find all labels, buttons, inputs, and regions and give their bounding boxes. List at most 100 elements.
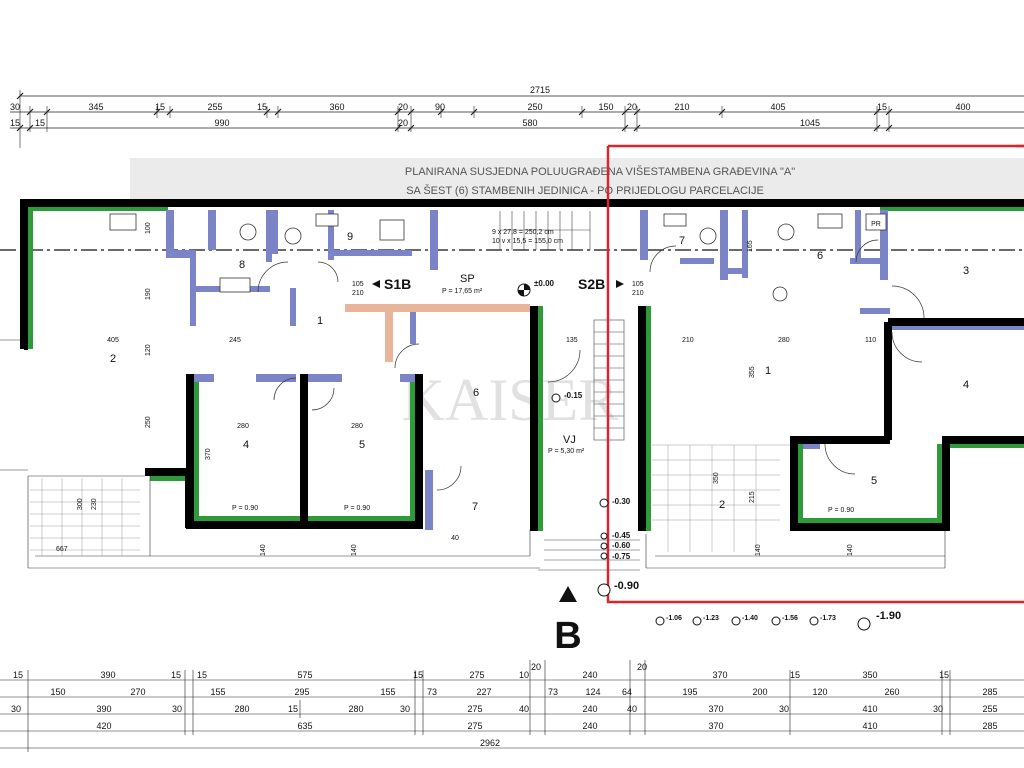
svg-text:635: 635 bbox=[297, 721, 312, 731]
svg-text:275: 275 bbox=[469, 670, 484, 680]
banner-line-1: PLANIRANA SUSJEDNA POLUUGRAĐENA VIŠESTAM… bbox=[405, 165, 795, 178]
svg-text:270: 270 bbox=[130, 687, 145, 697]
svg-text:73: 73 bbox=[427, 687, 437, 697]
svg-text:150: 150 bbox=[50, 687, 65, 697]
level-173: -1.73 bbox=[820, 615, 836, 622]
svg-text:370: 370 bbox=[708, 721, 723, 731]
top-wall bbox=[20, 199, 1024, 211]
level-030: -0.30 bbox=[612, 497, 631, 506]
bottom-dimensions bbox=[0, 660, 1024, 752]
svg-text:140: 140 bbox=[755, 544, 762, 556]
svg-text:400: 400 bbox=[955, 102, 970, 112]
svg-text:390: 390 bbox=[100, 670, 115, 680]
level-190: -1.90 bbox=[876, 610, 901, 622]
svg-text:370: 370 bbox=[708, 704, 723, 714]
level-123: -1.23 bbox=[703, 615, 719, 622]
sanitary-fixtures bbox=[109, 213, 887, 302]
svg-text:575: 575 bbox=[297, 670, 312, 680]
svg-text:280: 280 bbox=[237, 423, 249, 430]
level-markers: ±0.00 -0.15 -0.30 -0.45 -0.60 -0.75 -0.9… bbox=[517, 279, 901, 631]
svg-text:15: 15 bbox=[10, 118, 20, 128]
s1b-arrow bbox=[372, 280, 380, 288]
svg-text:215: 215 bbox=[749, 491, 756, 503]
room-8-left: 8 bbox=[239, 259, 245, 271]
room-2-left: 2 bbox=[110, 353, 116, 365]
room-2-right: 2 bbox=[719, 499, 725, 511]
svg-text:210: 210 bbox=[632, 290, 644, 297]
svg-text:667: 667 bbox=[56, 546, 68, 553]
svg-text:285: 285 bbox=[982, 721, 997, 731]
svg-text:73: 73 bbox=[548, 687, 558, 697]
bottom-dimension-labels: 15 390 15 15 575 15 275 10 20 240 20 370… bbox=[11, 662, 998, 748]
svg-text:20: 20 bbox=[398, 102, 408, 112]
svg-text:124: 124 bbox=[585, 687, 600, 697]
level-045: -0.45 bbox=[612, 531, 631, 540]
left-unit-rooms: 2 4 5 6 7 8 9 1 bbox=[110, 231, 479, 513]
svg-text:20: 20 bbox=[398, 118, 408, 128]
svg-text:40: 40 bbox=[451, 535, 459, 542]
svg-text:15: 15 bbox=[35, 118, 45, 128]
svg-text:15: 15 bbox=[13, 670, 23, 680]
stairs-top bbox=[499, 211, 591, 250]
svg-text:405: 405 bbox=[107, 337, 119, 344]
svg-text:15: 15 bbox=[257, 102, 267, 112]
svg-text:190: 190 bbox=[145, 288, 152, 300]
svg-text:64: 64 bbox=[622, 687, 632, 697]
svg-text:15: 15 bbox=[155, 102, 165, 112]
svg-text:20: 20 bbox=[637, 662, 647, 672]
svg-text:410: 410 bbox=[862, 721, 877, 731]
svg-text:15: 15 bbox=[877, 102, 887, 112]
s2b-arrow bbox=[616, 280, 624, 288]
svg-text:255: 255 bbox=[207, 102, 222, 112]
room-1-left: 1 bbox=[317, 315, 323, 327]
banner-background bbox=[130, 158, 1024, 200]
top-dimension-labels: 2715 30 345 15 255 15 360 20 90 250 150 … bbox=[10, 85, 971, 128]
pr-label: PR bbox=[871, 221, 881, 228]
svg-text:350: 350 bbox=[862, 670, 877, 680]
level-090: -0.90 bbox=[614, 580, 639, 592]
svg-text:2962: 2962 bbox=[480, 738, 500, 748]
svg-text:295: 295 bbox=[294, 687, 309, 697]
paving-hatch bbox=[30, 444, 790, 556]
svg-text:135: 135 bbox=[566, 337, 578, 344]
svg-text:15: 15 bbox=[171, 670, 181, 680]
svg-text:275: 275 bbox=[467, 721, 482, 731]
svg-text:120: 120 bbox=[145, 344, 152, 356]
svg-text:230: 230 bbox=[91, 498, 98, 510]
room-1-right: 1 bbox=[765, 365, 771, 377]
svg-text:30: 30 bbox=[400, 704, 410, 714]
svg-text:110: 110 bbox=[865, 337, 876, 344]
svg-text:355: 355 bbox=[749, 366, 756, 378]
svg-text:345: 345 bbox=[88, 102, 103, 112]
vj-label: VJ bbox=[563, 434, 576, 446]
watermark: KAISER bbox=[402, 367, 619, 433]
svg-text:15: 15 bbox=[197, 670, 207, 680]
left-unit-walls bbox=[20, 199, 543, 531]
svg-text:105: 105 bbox=[352, 281, 364, 288]
svg-text:370: 370 bbox=[205, 448, 212, 460]
room-7-right: 7 bbox=[679, 235, 685, 247]
svg-text:90: 90 bbox=[435, 102, 445, 112]
room-6-left: 6 bbox=[473, 387, 479, 399]
svg-text:155: 155 bbox=[210, 687, 225, 697]
sp-label: SP bbox=[460, 273, 475, 285]
svg-text:360: 360 bbox=[329, 102, 344, 112]
room-4-right: 4 bbox=[963, 379, 969, 391]
svg-text:280: 280 bbox=[234, 704, 249, 714]
svg-text:300: 300 bbox=[77, 498, 84, 510]
right-unit-walls bbox=[638, 210, 1024, 531]
svg-text:15: 15 bbox=[790, 670, 800, 680]
room-5-right: 5 bbox=[871, 475, 877, 487]
svg-text:580: 580 bbox=[522, 118, 537, 128]
stairs-note-1: 9 x 27,8 = 250,2 cm bbox=[492, 229, 554, 236]
svg-text:140: 140 bbox=[351, 544, 358, 556]
svg-text:30: 30 bbox=[10, 102, 20, 112]
svg-text:240: 240 bbox=[582, 670, 597, 680]
svg-text:30: 30 bbox=[11, 704, 21, 714]
top-dimensions bbox=[10, 90, 1024, 148]
area-p-3: P = 0.90 bbox=[828, 507, 854, 514]
svg-text:20: 20 bbox=[627, 102, 637, 112]
banner-line-2: SA ŠEST (6) STAMBENIH JEDINICA - PO PRIJ… bbox=[406, 184, 764, 197]
svg-text:200: 200 bbox=[752, 687, 767, 697]
level-140: -1.40 bbox=[742, 615, 758, 622]
